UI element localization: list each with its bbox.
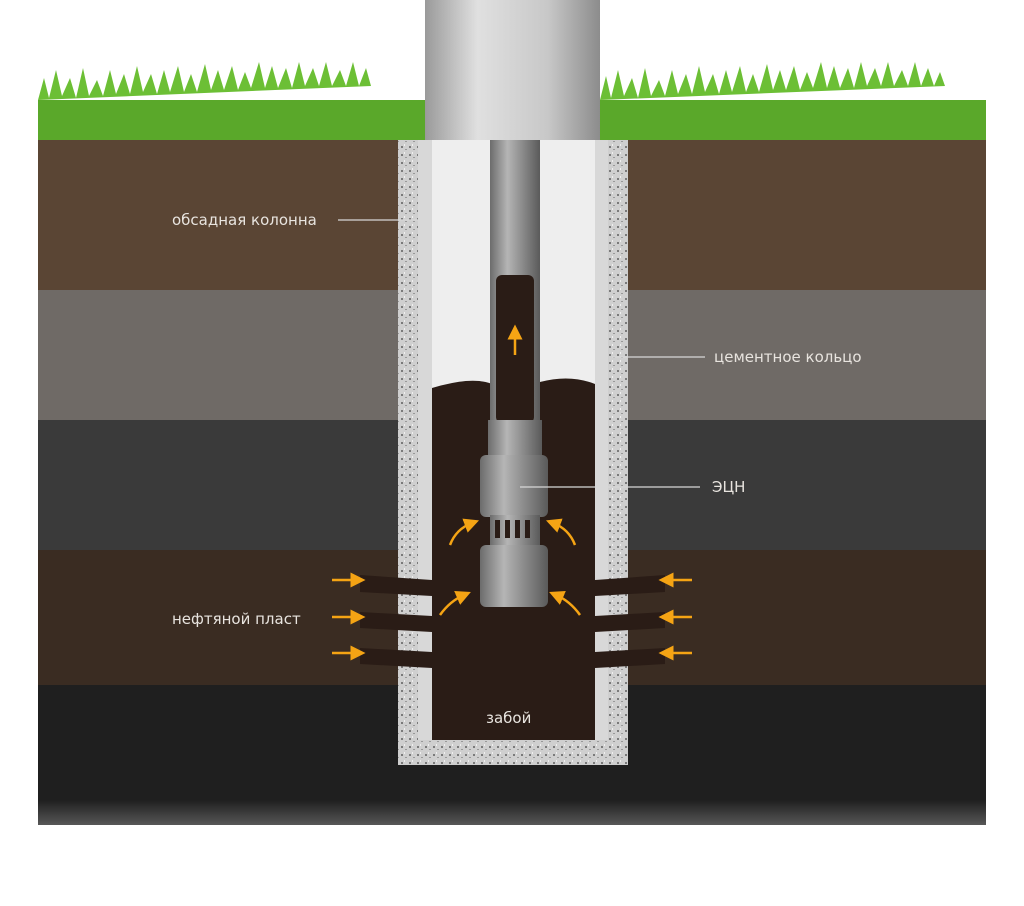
label-oil-layer: нефтяной пласт [172, 610, 301, 628]
label-bottomhole: забой [486, 709, 532, 727]
flow-arrows [332, 324, 692, 661]
label-pump: ЭЦН [712, 478, 746, 496]
esp-pump [480, 420, 548, 607]
surface-pipe [425, 0, 600, 145]
label-casing: обсадная колонна [172, 211, 317, 229]
grass [38, 62, 986, 142]
perforations [360, 575, 665, 668]
label-cement-ring: цементное кольцо [714, 348, 862, 366]
leader-lines [338, 219, 705, 488]
